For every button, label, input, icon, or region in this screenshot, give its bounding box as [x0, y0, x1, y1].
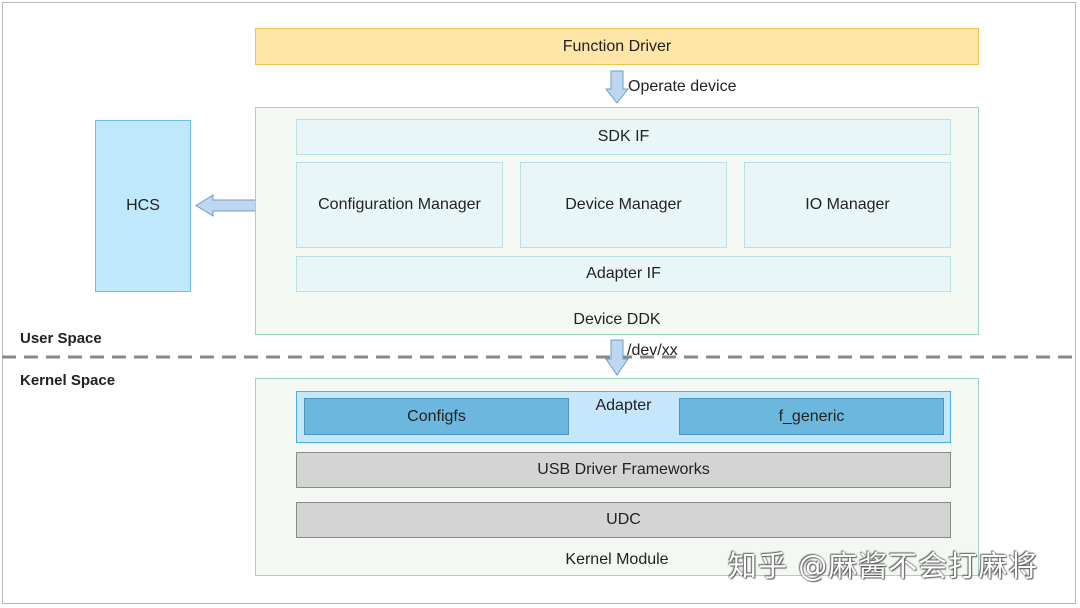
kernel-module-label: Kernel Module [565, 551, 669, 568]
watermark: 知乎 @麻酱不会打麻将 [728, 549, 1039, 583]
configfs-box: Configfs [304, 398, 569, 435]
adapter-label: Adapter [595, 397, 652, 414]
f-generic-box: f_generic [679, 398, 944, 435]
operate-device-label: Operate device [628, 78, 737, 95]
device-manager-box: Device Manager [520, 162, 727, 248]
usb-driver-frameworks-box: USB Driver Frameworks [296, 452, 951, 488]
user-space-label: User Space [20, 330, 102, 347]
operate-device-arrow [604, 70, 630, 104]
dev-xx-arrow [605, 339, 629, 376]
udc-box: UDC [296, 502, 951, 538]
sdk-if-box: SDK IF [296, 119, 951, 155]
function-driver-box: Function Driver [255, 28, 979, 65]
dev-xx-label: /dev/xx [627, 342, 678, 359]
io-manager-box: IO Manager [744, 162, 951, 248]
adapter-if-box: Adapter IF [296, 256, 951, 292]
kernel-space-label: Kernel Space [20, 372, 116, 389]
device-ddk-label: Device DDK [573, 311, 661, 328]
configuration-manager-box: Configuration Manager [296, 162, 503, 248]
hcs-box: HCS [95, 120, 191, 292]
